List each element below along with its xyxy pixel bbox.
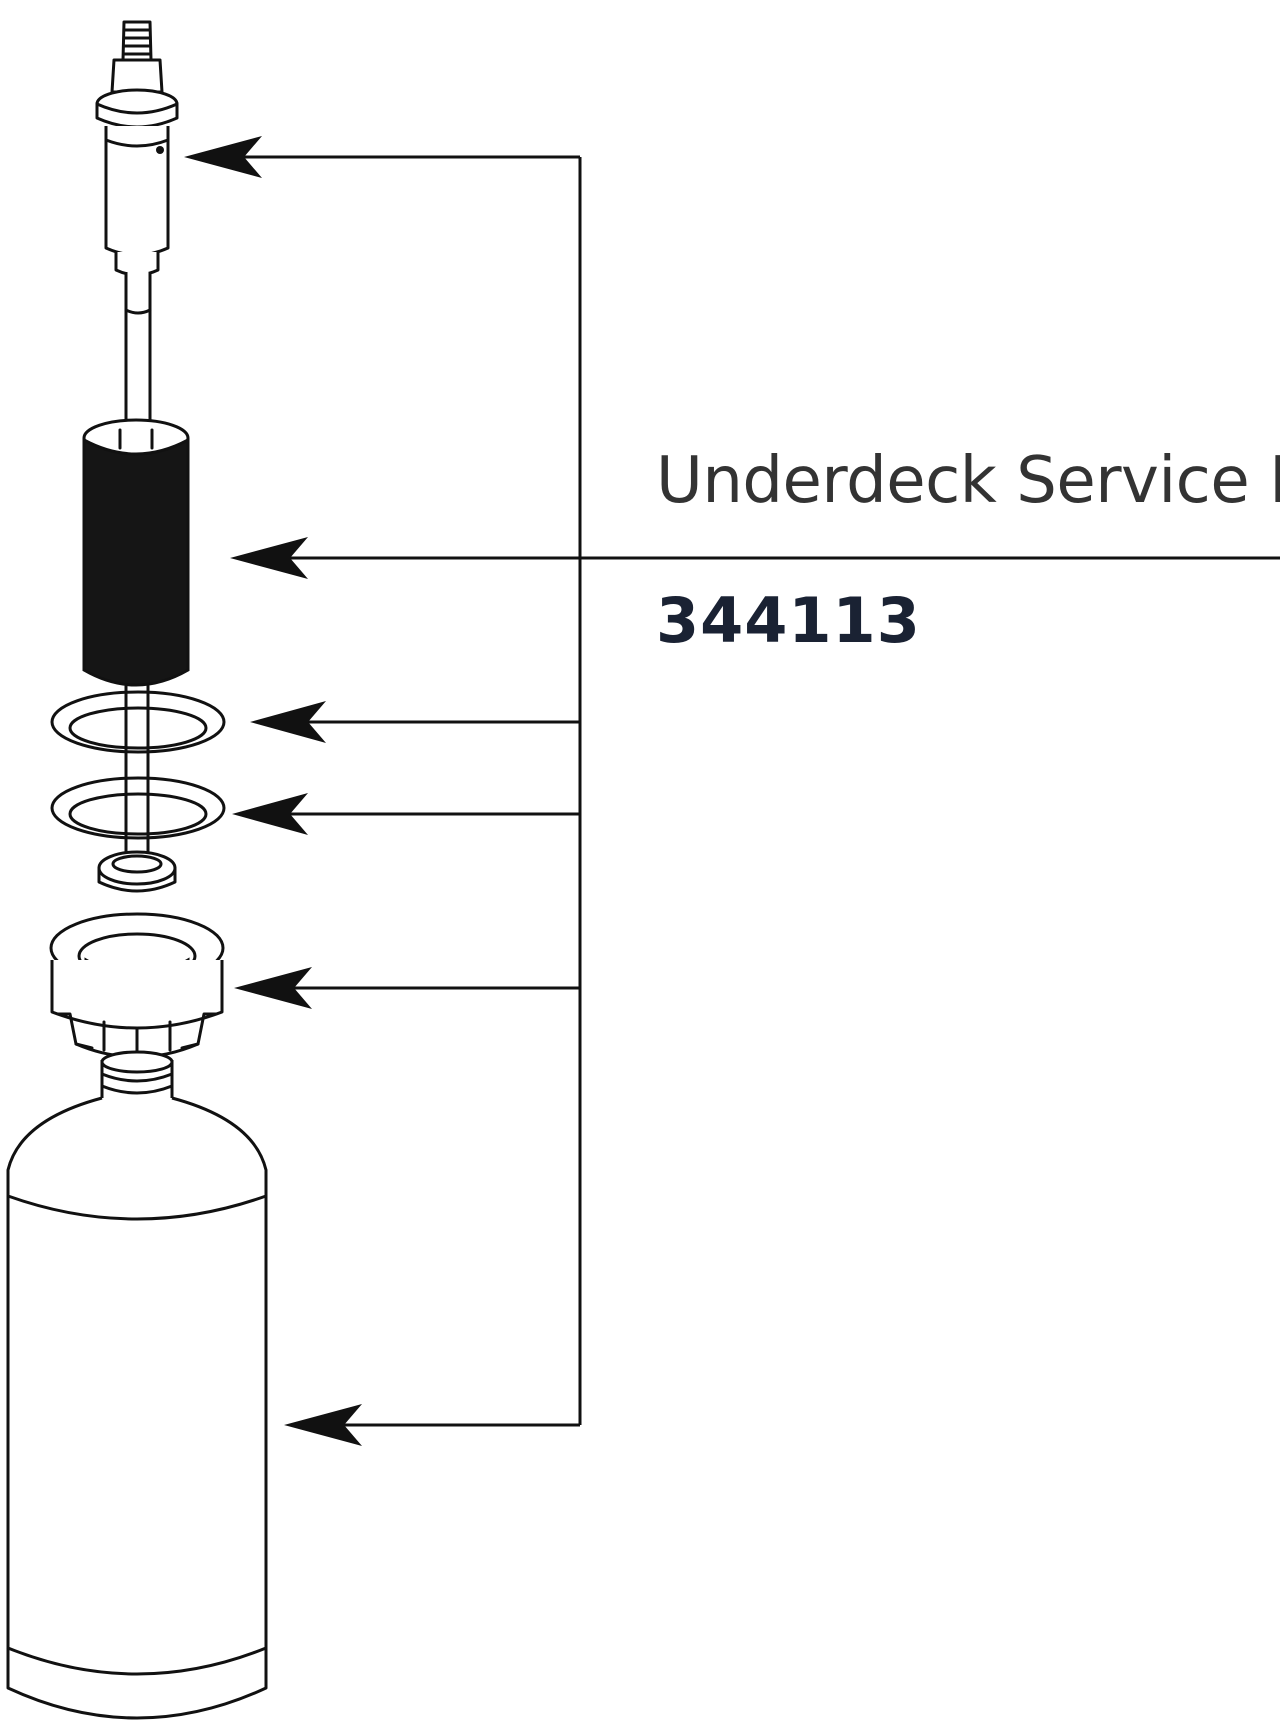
arrow-bottle-icon bbox=[284, 1404, 362, 1446]
arrow-nut-icon bbox=[234, 967, 312, 1009]
washer-upper-part bbox=[50, 690, 226, 754]
small-seal-part bbox=[97, 850, 177, 893]
mounting-nut-part bbox=[49, 912, 225, 1059]
arrow-washer-lower-icon bbox=[232, 793, 308, 835]
soap-bottle-part bbox=[6, 1050, 268, 1720]
kit-part-number: 344113 bbox=[656, 584, 921, 657]
arrowheads bbox=[184, 136, 362, 1446]
kit-title: Underdeck Service K bbox=[656, 444, 1280, 518]
arrow-washer-upper-icon bbox=[250, 701, 326, 743]
arrow-pump-stem-icon bbox=[184, 136, 262, 178]
leader-lines bbox=[190, 155, 1280, 1427]
washer-lower-part bbox=[50, 776, 226, 840]
pump-stem-part bbox=[95, 20, 179, 454]
lower-rod-part bbox=[124, 684, 150, 882]
black-sleeve-part bbox=[82, 418, 190, 687]
arrow-sleeve-icon bbox=[230, 537, 308, 579]
